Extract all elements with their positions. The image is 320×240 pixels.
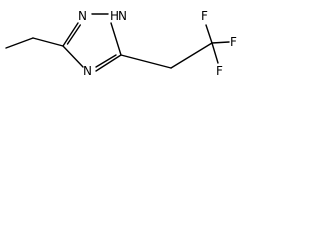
bond-c5-ch2 bbox=[120, 54, 172, 69]
atom-f-mid: F bbox=[230, 35, 237, 49]
bond-c3-n2-double bbox=[66, 24, 82, 45]
atom-n1-hydrogen: H bbox=[110, 9, 119, 23]
bond-c-f-top bbox=[205, 24, 213, 44]
bond-n4-c3 bbox=[62, 45, 84, 68]
bond-ethyl-ch2-c3 bbox=[32, 37, 64, 47]
atom-n1: N bbox=[118, 9, 127, 23]
bond-n1-c5 bbox=[110, 22, 122, 56]
atom-f-top: F bbox=[201, 9, 208, 23]
bond-c5-n4 bbox=[95, 54, 122, 72]
bond-ethyl-ch3-ch2 bbox=[5, 37, 34, 49]
bond-c5-n4-double bbox=[95, 54, 117, 68]
bond-ch2-cf3 bbox=[170, 42, 213, 69]
bond-c3-n2 bbox=[62, 22, 79, 47]
bond-c-f-mid bbox=[211, 41, 230, 44]
triazole-structure-diagram: N H N N F F F bbox=[5, 9, 237, 78]
atom-f-bot: F bbox=[216, 64, 223, 78]
bond-c-f-bot bbox=[211, 42, 219, 64]
atom-n4: N bbox=[83, 64, 92, 78]
bonds bbox=[5, 13, 230, 72]
atom-n2: N bbox=[78, 9, 87, 23]
atom-labels: N H N N F F F bbox=[78, 9, 237, 78]
